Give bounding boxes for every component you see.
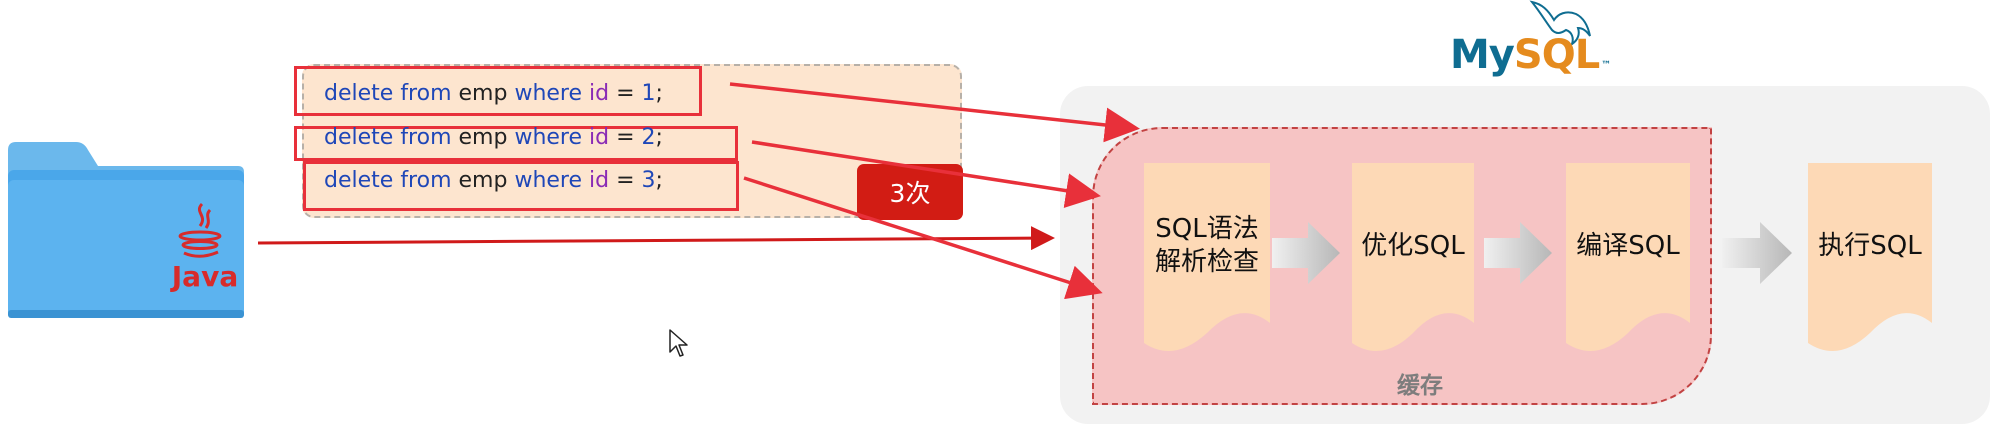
mouse-cursor-icon bbox=[669, 329, 688, 357]
step-parse-check: SQL语法解析检查 bbox=[1144, 163, 1270, 358]
step-optimize: 优化SQL bbox=[1352, 163, 1474, 358]
arrow-statement-2 bbox=[751, 140, 1101, 209]
mysql-dolphin-icon bbox=[1528, 0, 1594, 48]
sql-statement-1: delete from emp where id = 1; bbox=[324, 81, 663, 106]
sql-statement-box-2 bbox=[294, 126, 738, 161]
cache-label: 缓存 bbox=[1397, 373, 1443, 399]
arrow-java-to-mysql bbox=[257, 226, 1055, 251]
java-label: Java bbox=[171, 260, 239, 293]
sql-statement-box-1 bbox=[294, 66, 702, 116]
chevron-arrow-icon bbox=[1484, 222, 1552, 284]
times-badge: 3次 bbox=[857, 164, 963, 220]
java-logo-icon bbox=[172, 200, 232, 260]
arrow-statement-1 bbox=[729, 82, 1140, 143]
step-execute: 执行SQL bbox=[1808, 163, 1932, 358]
sql-statements-panel bbox=[302, 64, 962, 218]
chevron-arrow-icon bbox=[1272, 222, 1340, 284]
sql-statement-2: delete from emp where id = 2; bbox=[324, 125, 663, 150]
sql-statement-box-3 bbox=[303, 161, 739, 211]
java-folder-icon bbox=[6, 140, 246, 320]
sql-statement-3: delete from emp where id = 3; bbox=[324, 168, 663, 193]
step-compile: 编译SQL bbox=[1566, 163, 1690, 358]
chevron-arrow-icon bbox=[1722, 222, 1792, 284]
arrow-statement-3 bbox=[743, 176, 1103, 300]
